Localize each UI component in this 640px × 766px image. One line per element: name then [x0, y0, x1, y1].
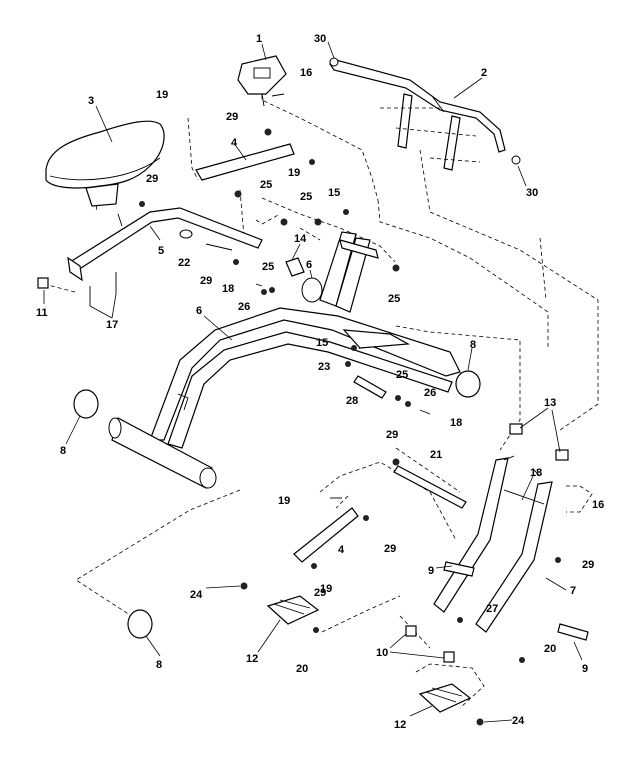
- callout-18-arm: 18: [530, 467, 542, 479]
- callout-28: 28: [346, 395, 358, 407]
- callout-25-a: 25: [260, 179, 272, 191]
- axle-part-28: [353, 375, 387, 399]
- callout-labels: 1 2 3 4 4 5 6 6 7 8 8 8 9 9 10 11 12 12 …: [36, 33, 604, 731]
- callout-19-top: 19: [156, 89, 168, 101]
- callout-23: 23: [318, 361, 330, 373]
- foot-pedal-part-12-lower: [418, 683, 472, 713]
- callout-29-link: 29: [384, 543, 396, 555]
- callout-26-right: 26: [424, 387, 436, 399]
- callout-20-upper: 20: [296, 663, 308, 675]
- callout-19-lower-a: 19: [278, 495, 290, 507]
- callout-12-lower: 12: [394, 719, 406, 731]
- callout-15-lower: 15: [316, 337, 328, 349]
- callout-20-lower: 20: [544, 643, 556, 655]
- assembly-guide-lines: [43, 88, 599, 709]
- caps-part-13: [509, 423, 569, 461]
- callout-6-bushing: 6: [306, 259, 312, 271]
- axle-part-21: [393, 465, 467, 509]
- seat-post-part-5: [67, 207, 263, 282]
- callout-8-right: 8: [470, 339, 476, 351]
- callout-11: 11: [36, 307, 48, 319]
- callout-9-right: 9: [582, 663, 588, 675]
- callout-16-arm: 16: [592, 499, 604, 511]
- callout-5: 5: [158, 245, 164, 257]
- callout-30-right: 30: [526, 187, 538, 199]
- callout-27: 27: [486, 603, 498, 615]
- pedal-arm-part-7: [433, 455, 553, 633]
- callout-8-bottom: 8: [156, 659, 162, 671]
- callout-19-link: 19: [288, 167, 300, 179]
- callout-12-upper: 12: [246, 653, 258, 665]
- link-arm-part-4-upper: [195, 143, 295, 181]
- callout-18-left: 18: [222, 283, 234, 295]
- callout-26-left: 26: [238, 301, 250, 313]
- caps-part-10: [405, 625, 455, 663]
- callout-13: 13: [544, 397, 556, 409]
- callout-4-lower: 4: [338, 544, 345, 556]
- callout-17: 17: [106, 319, 118, 331]
- callout-29-lower: 29: [314, 587, 326, 599]
- callout-3: 3: [88, 95, 94, 107]
- callout-leaders: [43, 41, 583, 723]
- link-arm-part-4-lower: [293, 507, 359, 563]
- console-part-1: [237, 55, 287, 107]
- callout-16-console: 16: [300, 67, 312, 79]
- callout-24-lower: 24: [512, 715, 525, 727]
- callout-29-axle: 29: [386, 429, 398, 441]
- callout-9-left: 9: [428, 565, 434, 577]
- seat-part-3: [45, 120, 165, 207]
- callout-29-top: 29: [226, 111, 238, 123]
- callout-18-right: 18: [450, 417, 462, 429]
- callout-15-upper: 15: [328, 187, 340, 199]
- callout-29-seat: 29: [146, 173, 158, 185]
- callout-29-mid: 29: [200, 275, 212, 287]
- callout-6-frame: 6: [196, 305, 202, 317]
- callout-14: 14: [294, 233, 307, 245]
- end-cap-part-8-left: [73, 389, 99, 419]
- foot-pedal-part-12-upper: [266, 595, 320, 625]
- callout-30-left: 30: [314, 33, 326, 45]
- console-display: [253, 67, 271, 79]
- callout-29-arm: 29: [582, 559, 594, 571]
- pedal-shaft-part-9-left: [443, 561, 475, 577]
- hardware-fasteners: [89, 57, 561, 726]
- bushing-part-14: [285, 257, 323, 303]
- callout-7: 7: [570, 585, 576, 597]
- callout-21: 21: [430, 449, 442, 461]
- callout-4-upper: 4: [231, 137, 238, 149]
- callout-25-c: 25: [262, 261, 274, 273]
- callout-24-upper: 24: [190, 589, 203, 601]
- cap-part-11: [37, 277, 49, 289]
- callout-8-left: 8: [60, 445, 66, 457]
- callout-25-b: 25: [300, 191, 312, 203]
- callout-1: 1: [256, 33, 262, 45]
- callout-22: 22: [178, 257, 190, 269]
- callout-25-d: 25: [388, 293, 400, 305]
- end-cap-part-8-bottom: [127, 609, 153, 639]
- end-cap-part-8-right: [455, 370, 481, 398]
- callout-19-lower-b: 19: [320, 583, 332, 595]
- callout-25-e: 25: [396, 369, 408, 381]
- callout-2: 2: [481, 67, 487, 79]
- callout-10: 10: [376, 647, 388, 659]
- main-frame-part-6: [108, 231, 461, 489]
- pedal-shaft-part-9-right: [557, 623, 589, 641]
- handlebar-part-2: [329, 59, 506, 171]
